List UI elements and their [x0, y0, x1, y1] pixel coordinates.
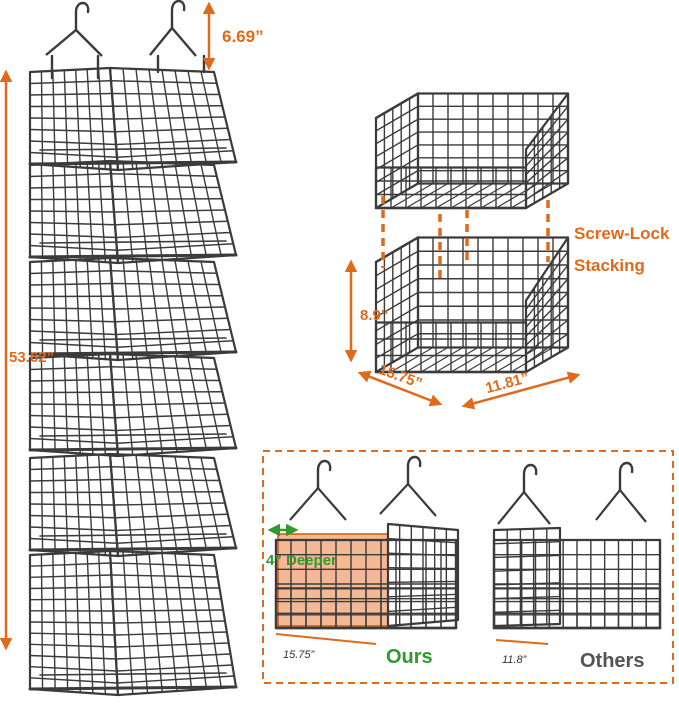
deeper-highlight	[277, 533, 389, 627]
stacking-label-line2: Stacking	[574, 256, 645, 275]
tower-tier-basket	[28, 256, 238, 362]
hanger-height-label: 6.69”	[222, 27, 264, 46]
others-label: Others	[580, 650, 644, 672]
deeper-label: 4” Deeper	[266, 552, 337, 569]
basket-width-arrow	[461, 371, 581, 410]
stacked-basket-pair	[374, 92, 570, 374]
ours-depth-label: 15.75”	[283, 649, 316, 661]
bottom-stack-basket	[374, 236, 570, 374]
ours-label: Ours	[386, 646, 433, 668]
ours-depth-line	[275, 633, 377, 645]
six-tier-basket-tower	[28, 0, 238, 697]
others-depth-label: 11.8”	[502, 654, 528, 666]
others-depth-line	[495, 639, 549, 645]
total-height-label: 53.62”	[9, 349, 54, 366]
basket-height-label: 8.9”	[360, 307, 388, 324]
screw-lock-connectors	[381, 196, 550, 278]
comparison-baskets	[267, 455, 662, 630]
tower-tier-basket	[28, 352, 238, 458]
basket-depth-arrow	[357, 370, 443, 407]
tower-tier-basket	[28, 66, 238, 172]
ours-basket	[274, 538, 458, 630]
tower-tier-basket	[28, 159, 238, 265]
comparison-frame	[262, 450, 674, 684]
stacking-label-line1: Screw-Lock	[574, 224, 670, 243]
tower-tier-basket	[28, 452, 238, 558]
top-stack-basket	[374, 92, 570, 210]
tower-tier-basket	[28, 549, 238, 697]
